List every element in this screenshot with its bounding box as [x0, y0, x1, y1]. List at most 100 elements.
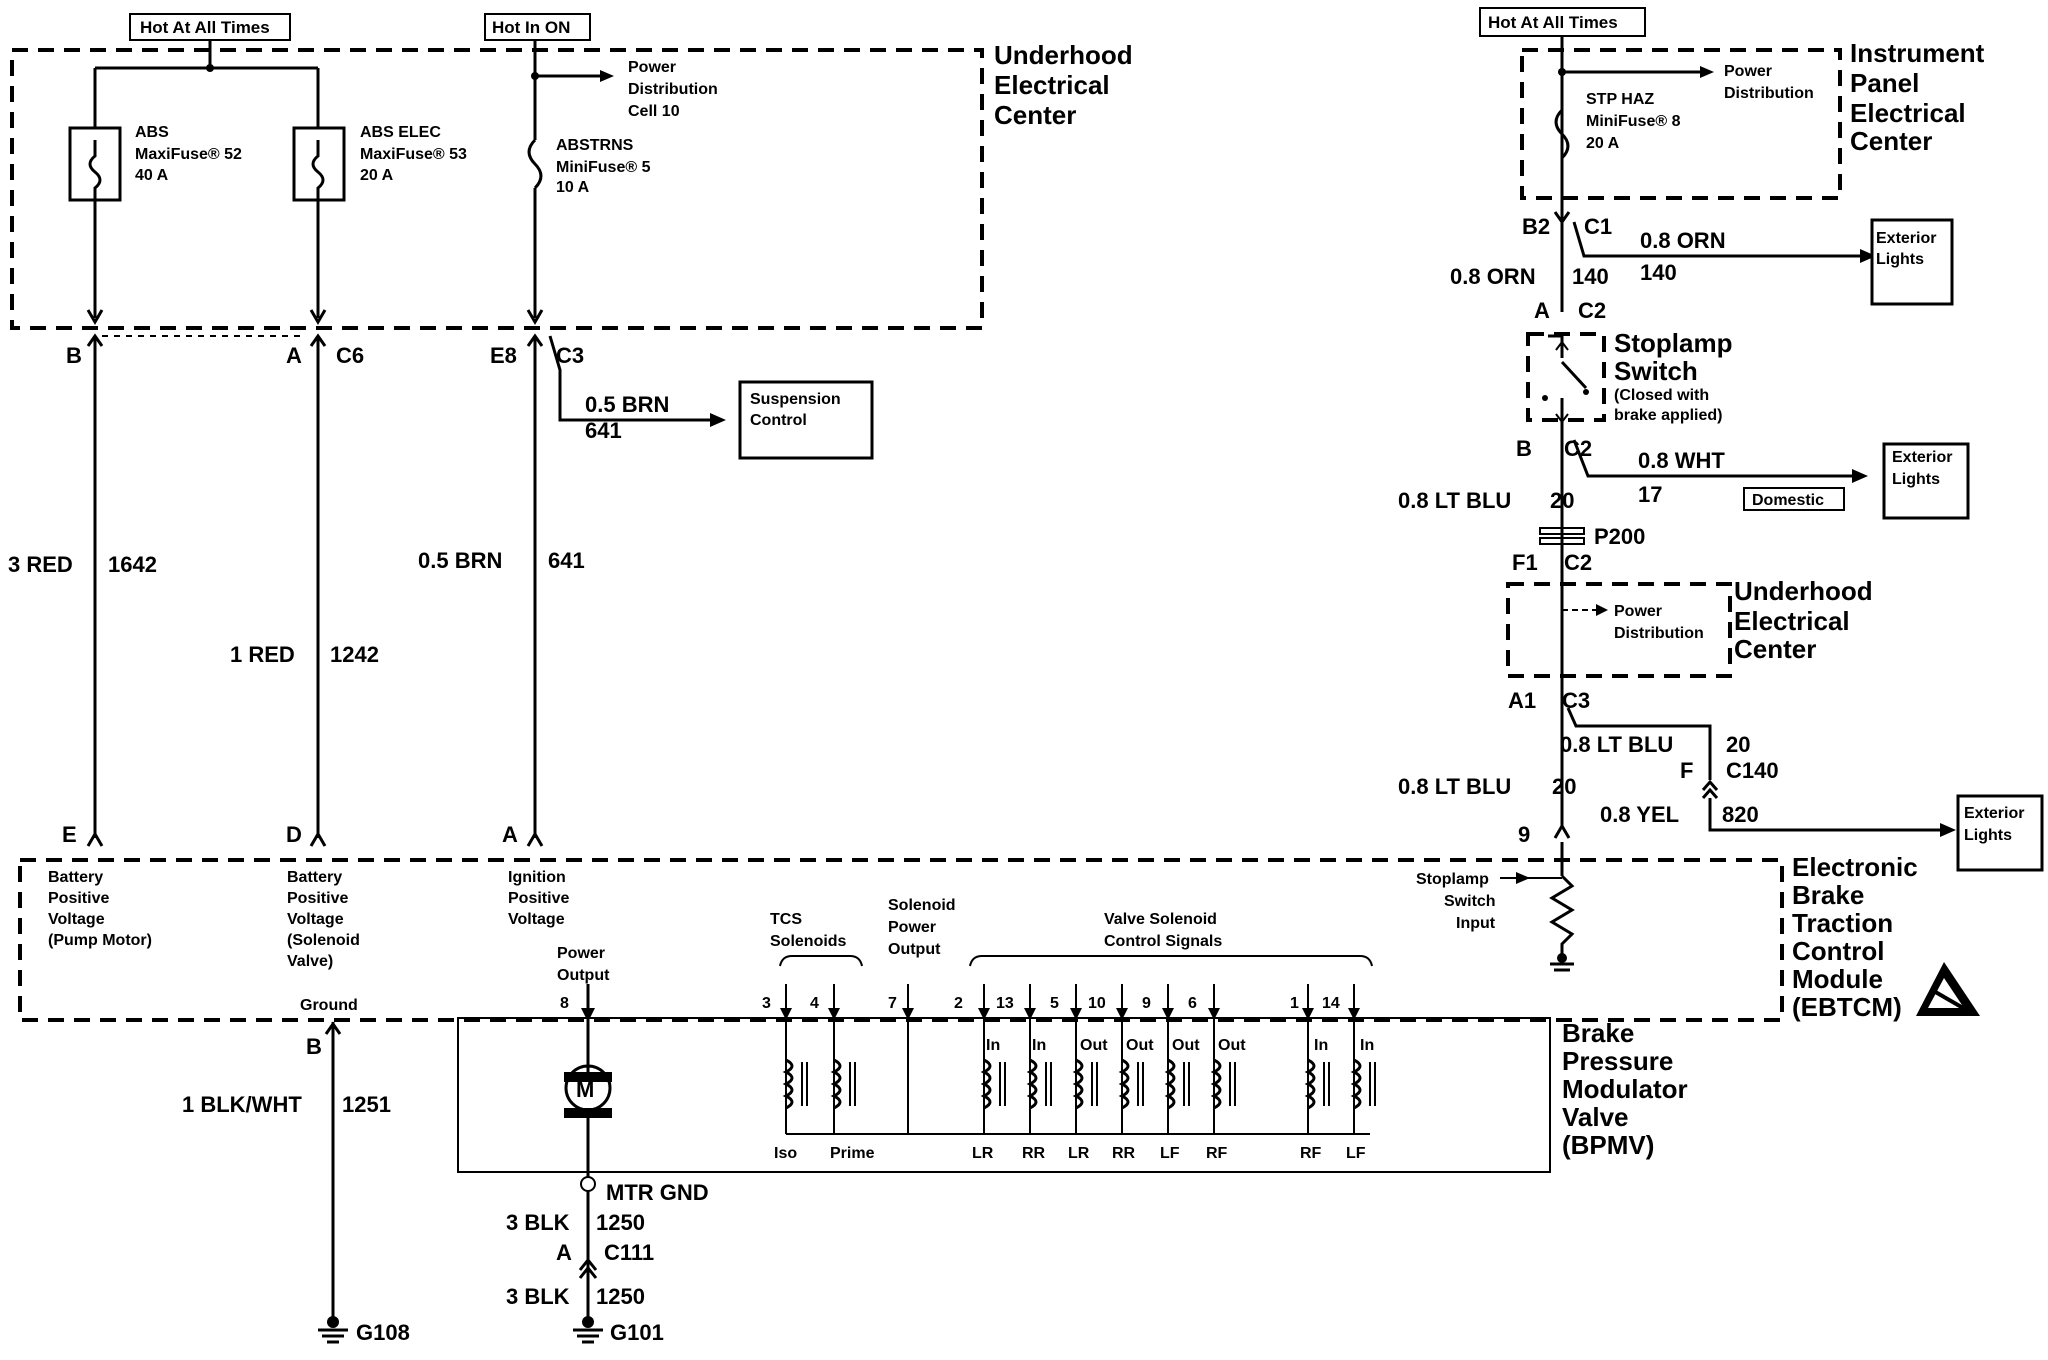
wire-140: 140	[1572, 264, 1609, 289]
wire-20-3: 20	[1552, 774, 1576, 799]
tcs-label-1: TCS	[770, 911, 802, 928]
conn-b-ground: B	[306, 1034, 322, 1059]
pin-9: 9	[1142, 995, 1151, 1012]
solenoid-coil-icon	[1164, 1058, 1176, 1110]
esd-warning-icon	[1916, 962, 1980, 1016]
pin-2: 2	[954, 995, 963, 1012]
sol-lf-1: LF	[1160, 1145, 1180, 1162]
conn-c2: C2	[1578, 298, 1606, 323]
hot-at-all-times-left: Hot At All Times	[140, 18, 270, 37]
fuse-stp-haz-rating: MiniFuse® 8	[1586, 113, 1681, 130]
uhec-label-2: Electrical	[994, 70, 1110, 100]
in-e-3: Voltage	[48, 911, 105, 928]
ebtcm-label-5: Module	[1792, 964, 1883, 994]
domestic-label: Domestic	[1752, 492, 1824, 509]
wire-17: 17	[1638, 482, 1662, 507]
pin-8: 8	[560, 995, 569, 1012]
sol-iso: Iso	[774, 1145, 797, 1162]
exterior-lights-box-2	[1882, 442, 1970, 520]
power-output-1: Power	[557, 945, 605, 962]
wire-1642: 1642	[108, 552, 157, 577]
wire-08orn: 0.8 ORN	[1450, 264, 1536, 289]
pin-14: 14	[1322, 995, 1340, 1012]
suspension-control-label: Control	[750, 412, 807, 429]
bpmv-label-5: (BPMV)	[1562, 1130, 1654, 1160]
pin-arrow-icon	[1348, 1008, 1360, 1020]
ebtcm-label-2: Brake	[1792, 880, 1864, 910]
underhood-electrical-center-box	[10, 48, 984, 330]
sol-rr-2: RR	[1112, 1145, 1136, 1162]
uhec-power-dist-3: Cell 10	[628, 103, 680, 120]
wire-20-1: 20	[1550, 488, 1574, 513]
bpmv-box	[457, 1017, 1551, 1173]
ipec-box	[1520, 48, 1842, 200]
underhood-center-box-2	[1506, 582, 1732, 678]
wire-820: 820	[1722, 802, 1759, 827]
ground-g108: G108	[356, 1320, 410, 1345]
ipec-label-3: Electrical	[1850, 98, 1966, 128]
mtr-gnd: MTR GND	[606, 1180, 709, 1205]
valve-solenoid-1: Valve Solenoid	[1104, 911, 1217, 928]
conn-a: A	[286, 343, 302, 368]
bpmv-label-3: Modulator	[1562, 1074, 1688, 1104]
hot-in-on: Hot In ON	[492, 18, 570, 37]
hot-at-all-times-right: Hot At All Times	[1488, 13, 1618, 32]
conn-c3: C3	[556, 343, 584, 368]
ebtcm-box	[18, 858, 1784, 1022]
conn-b: B	[66, 343, 82, 368]
in-d-1: Battery	[287, 869, 342, 886]
conn-c3-b: C3	[1562, 688, 1590, 713]
conn-c140: C140	[1726, 758, 1779, 783]
wire-3blk: 3 BLK	[506, 1210, 570, 1235]
stoplamp-label-2: Switch	[1614, 356, 1698, 386]
solenoid-coil-icon	[1210, 1058, 1222, 1110]
pin-13: 13	[996, 995, 1014, 1012]
in-d-5: Valve)	[287, 953, 333, 970]
wire-20-2: 20	[1726, 732, 1750, 757]
solenoid-coil-icon	[1072, 1058, 1084, 1110]
bpmv-label-2: Pressure	[1562, 1046, 1673, 1076]
wire-05brn: 0.5 BRN	[418, 548, 502, 573]
ipec-power-1: Power	[1724, 63, 1772, 80]
sol-rf-1: RF	[1206, 1145, 1228, 1162]
wire-1242: 1242	[330, 642, 379, 667]
pin-arrow-icon	[780, 1008, 792, 1020]
wire-08ltblu-2: 0.8 LT BLU	[1560, 732, 1673, 757]
sol-out-2: Out	[1126, 1037, 1154, 1054]
conn-f: F	[1680, 758, 1693, 783]
ground-g101: G101	[610, 1320, 664, 1345]
in-d-3: Voltage	[287, 911, 344, 928]
sol-in-1: In	[986, 1037, 1000, 1054]
uhec2-power-2: Distribution	[1614, 625, 1704, 642]
motor-label: M	[576, 1077, 594, 1102]
stoplamp-input-1: Stoplamp	[1416, 871, 1489, 888]
conn-c2-c: C2	[1564, 550, 1592, 575]
wire-08ltblu-3: 0.8 LT BLU	[1398, 774, 1511, 799]
uhec-label-1: Underhood	[994, 40, 1133, 70]
solenoid-coil-icon	[1304, 1058, 1316, 1110]
sol-rr-1: RR	[1022, 1145, 1046, 1162]
conn-a-module: A	[502, 822, 518, 847]
wire-08ltblu-1: 0.8 LT BLU	[1398, 488, 1511, 513]
in-e-4: (Pump Motor)	[48, 932, 152, 949]
fuse-stp-haz-amps: 20 A	[1586, 135, 1620, 152]
uhec2-power-1: Power	[1614, 603, 1662, 620]
fuse-abs-elec-amps: 20 A	[360, 167, 394, 184]
wire-1250: 1250	[596, 1210, 645, 1235]
wire-08orn-branch: 0.8 ORN	[1640, 228, 1726, 253]
resistor-icon	[1549, 874, 1575, 954]
pin-arrow-icon	[1116, 1008, 1128, 1020]
sol-lf-2: LF	[1346, 1145, 1366, 1162]
ebtcm-label-4: Control	[1792, 936, 1884, 966]
solenoid-coil-icon	[1350, 1058, 1362, 1110]
valve-solenoid-2: Control Signals	[1104, 933, 1222, 950]
ebtcm-label-6: (EBTCM)	[1792, 992, 1902, 1022]
suspension-label: Suspension	[750, 391, 841, 408]
pin-arrow-icon	[1070, 1008, 1082, 1020]
conn-c1: C1	[1584, 214, 1612, 239]
pin-4: 4	[810, 995, 819, 1012]
wire-1251: 1251	[342, 1092, 391, 1117]
ebtcm-label-3: Traction	[1792, 908, 1893, 938]
tcs-label-2: Solenoids	[770, 933, 847, 950]
conn-9: 9	[1518, 822, 1530, 847]
